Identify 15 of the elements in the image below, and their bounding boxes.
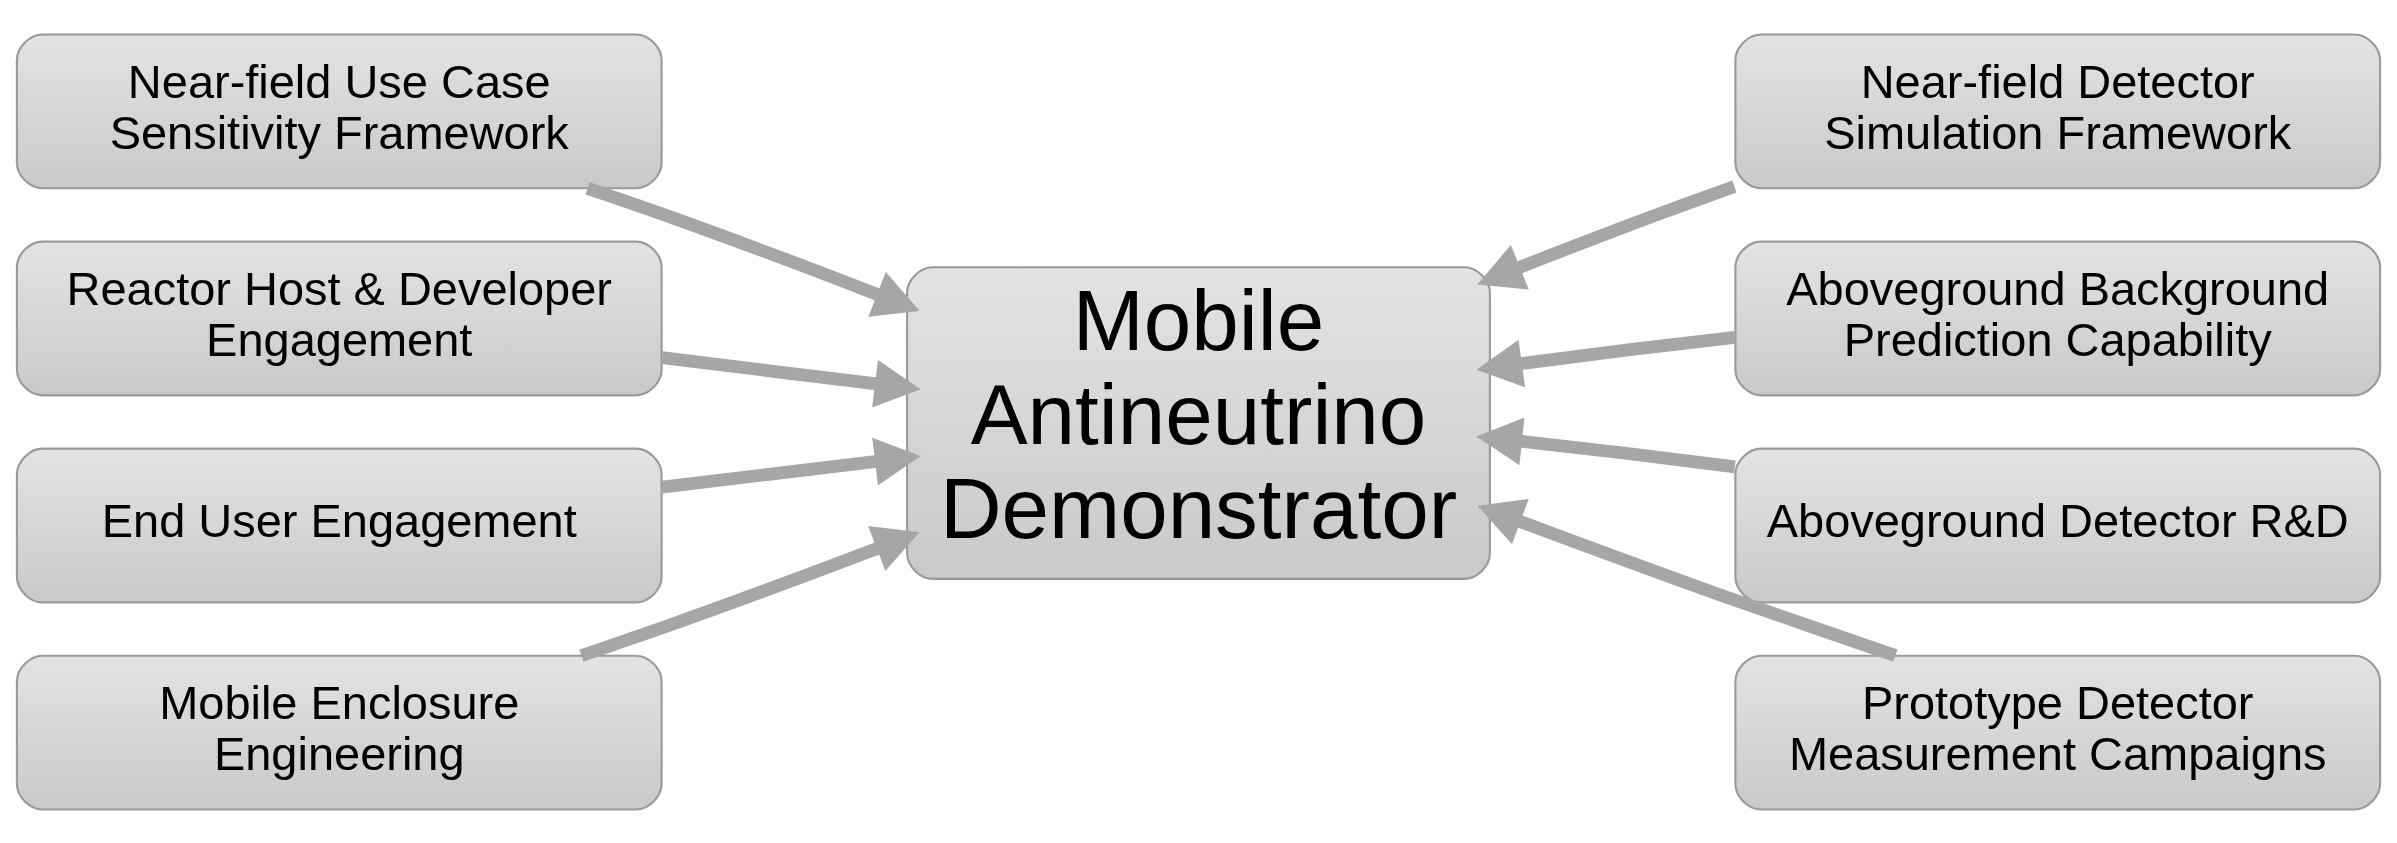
arrow — [661, 350, 921, 408]
arrow — [1476, 330, 1736, 387]
arrow — [661, 437, 921, 493]
node-box: Mobile Enclosure Engineering — [15, 654, 663, 811]
node-box: Mobile Antineutrino Demonstrator — [906, 265, 1491, 580]
arrow — [1476, 416, 1736, 473]
arrow — [1477, 179, 1737, 290]
node-box: Aboveground Background Prediction Capability — [1734, 240, 2382, 396]
node-box: Near-field Use Case Sensitivity Framework — [15, 32, 663, 189]
node-box: Reactor Host & Developer Engagement — [15, 240, 663, 396]
arrow — [585, 181, 920, 317]
node-box: Aboveground Detector R&D — [1734, 447, 2382, 603]
node-box: Prototype Detector Measurement Campaigns — [1734, 654, 2382, 811]
node-box: End User Engagement — [15, 447, 663, 603]
node-box: Near-field Detector Simulation Framework — [1734, 32, 2382, 189]
